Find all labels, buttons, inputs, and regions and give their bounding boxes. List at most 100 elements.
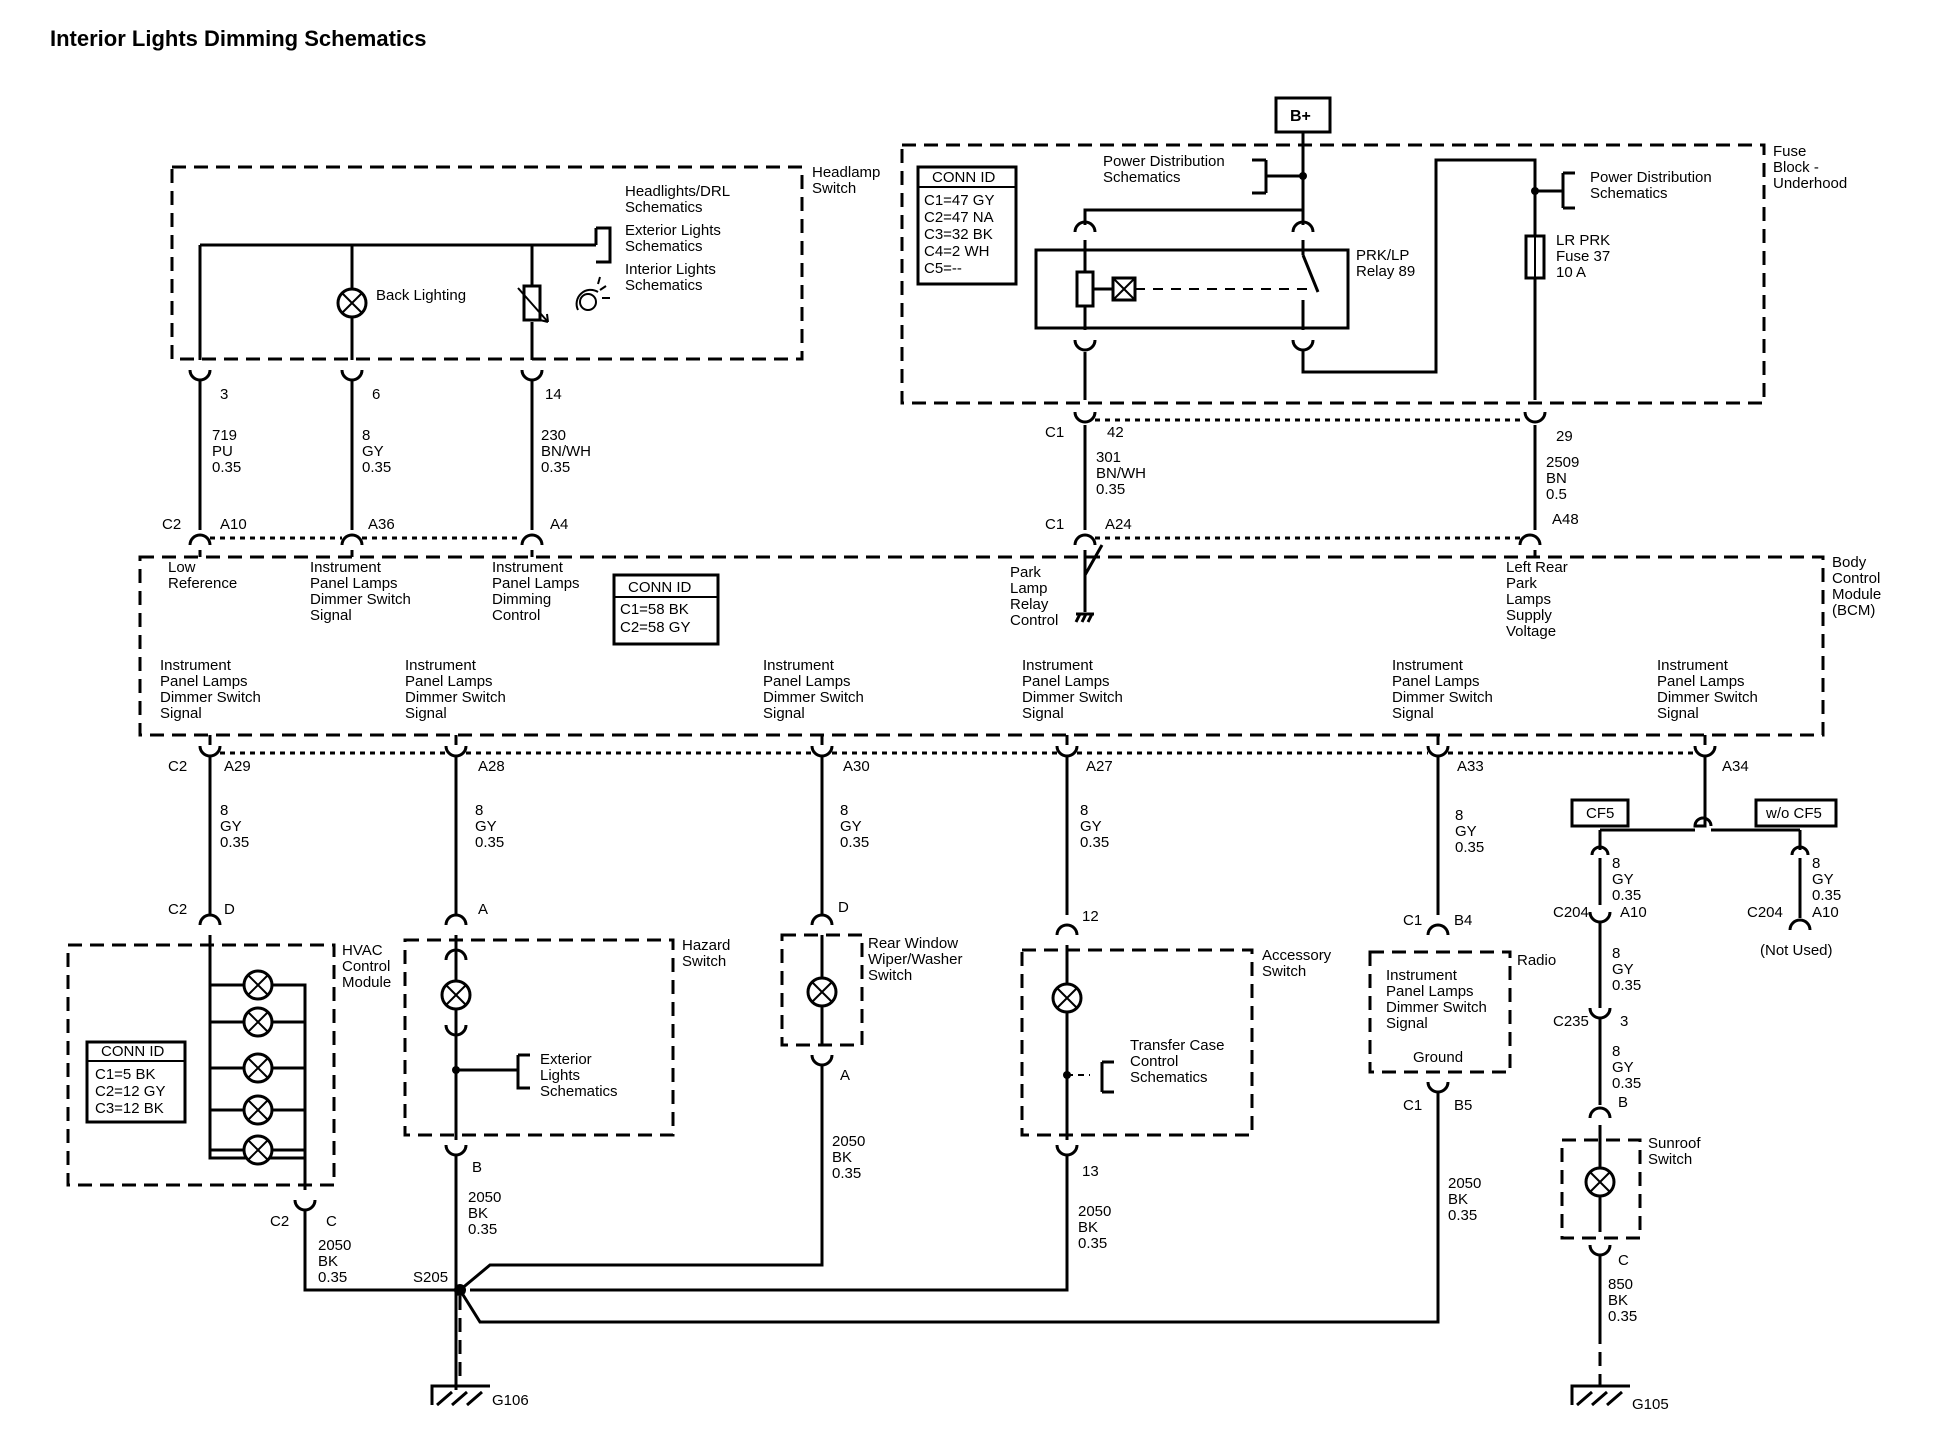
label-bcm-bottom_label-1: Panel Lamps (1392, 673, 1480, 690)
label-bcm-ip_dimming-2: Dimming (492, 591, 551, 608)
label-circuit_8gy-2: 0.35 (1455, 839, 1484, 856)
label-bcm-bottom_label-3: Signal (1022, 705, 1064, 722)
label-accessory-label-0: Accessory (1262, 947, 1332, 964)
label-circuit_8gy-1: GY (1612, 961, 1634, 978)
label-radio-label: Radio (1517, 952, 1556, 969)
label-hazard-pin_top: A (478, 901, 488, 918)
label-sunroof-a10: A10 (1620, 904, 1647, 921)
label-circuit_8gy-1: GY (840, 818, 862, 835)
label-upper_wires-w2-circuit-2: 0.35 (362, 459, 391, 476)
label-upper_wires-w4-circuit-1: BN/WH (1096, 465, 1146, 482)
label-bcm-bottom_label-1: Panel Lamps (160, 673, 248, 690)
label-radio-inner-3: Signal (1386, 1015, 1428, 1032)
label-upper_wires-w4-conn_bot: C1 (1045, 516, 1064, 533)
label-rear_wiper-pin_top: D (838, 899, 849, 916)
label-circuit_2050-1: BK (468, 1205, 488, 1222)
label-bcm-bottom_label-1: Panel Lamps (1657, 673, 1745, 690)
label-circuit_8gy-1: GY (475, 818, 497, 835)
label-bcm-lr_park-0: Left Rear (1506, 559, 1568, 576)
label-sunroof-c204: C204 (1553, 904, 1589, 921)
label-bcm-bottom_label-0: Instrument (763, 657, 835, 674)
label-bcm-bottom_label-2: Dimmer Switch (1022, 689, 1123, 706)
label-bcm-ip_signal-0: Instrument (310, 559, 382, 576)
label-bcm-low_ref-0: Low (168, 559, 196, 576)
label-circuit_8gy-2: 0.35 (475, 834, 504, 851)
prk-lp-relay (1034, 248, 1350, 330)
label-upper_wires-w5-pin: 29 (1556, 428, 1573, 445)
label-upper_wires-w5-circuit-0: 2509 (1546, 454, 1579, 471)
page-title: Interior Lights Dimming Schematics (50, 26, 427, 51)
headlamp-switch: Headlamp Switch Headlights/DRL Schematic… (170, 164, 880, 382)
label-bcm-ip_signal-3: Signal (310, 607, 352, 624)
label-bcm-bottom_label-2: Dimmer Switch (405, 689, 506, 706)
label-circuit_8gy-1: GY (1612, 1059, 1634, 1076)
label-bcm-conn-1: C2=58 GY (620, 619, 690, 636)
label-accessory-pin_bot: 13 (1082, 1163, 1099, 1180)
label-fuse_block-label-0: Fuse (1773, 143, 1806, 160)
label-circuit_8gy-2: 0.35 (220, 834, 249, 851)
label-bcm-label-0: Body (1832, 554, 1867, 571)
label-lower_pins-p2-pin: A28 (478, 758, 505, 775)
label-fuse_block-fuse-0: LR PRK (1556, 232, 1610, 249)
label-hvac-conn-0: C1=5 BK (95, 1066, 155, 1083)
label-radio-ground: Ground (1413, 1049, 1463, 1066)
label-upper_wires-w1-circuit-1: PU (212, 443, 233, 460)
label-hazard-label-0: Hazard (682, 937, 730, 954)
label-bcm-bottom_label-0: Instrument (1022, 657, 1094, 674)
label-circuit_2050-1: BK (1078, 1219, 1098, 1236)
label-upper_wires-w3-circuit-2: 0.35 (541, 459, 570, 476)
label-upper_wires-w3-circuit-0: 230 (541, 427, 566, 444)
label-hvac-conn-2: C3=12 BK (95, 1100, 164, 1117)
label-circuit_8gy-0: 8 (1455, 807, 1463, 824)
label-fuse_block-pds1-0: Power Distribution (1103, 153, 1225, 170)
label-bcm-conn-0: C1=58 BK (620, 601, 689, 618)
label-bcm-park_relay-3: Control (1010, 612, 1058, 629)
label-upper_wires-w2-pin: 6 (372, 386, 380, 403)
label-radio-inner-0: Instrument (1386, 967, 1458, 984)
label-upper_wires-w4-circuit-2: 0.35 (1096, 481, 1125, 498)
label-lower_pins-p6-pin: A34 (1722, 758, 1749, 775)
label-fuse_block-fuse-2: 10 A (1556, 264, 1586, 281)
label-bcm-bottom_label-0: Instrument (1392, 657, 1464, 674)
label-rear_wiper-label-1: Wiper/Washer (868, 951, 962, 968)
label-upper_wires-w3-circuit-1: BN/WH (541, 443, 591, 460)
label-bcm-bottom_label-3: Signal (763, 705, 805, 722)
label-sunroof-pin_c: C (1618, 1252, 1629, 1269)
rheostat-icon (517, 284, 549, 323)
label-fuse_block-conn-0: C1=47 GY (924, 192, 994, 209)
label-bcm-bottom_label-2: Dimmer Switch (160, 689, 261, 706)
rear-window-wiper-switch: D Rear Window Wiper/Washer Switch A 2050… (459, 899, 962, 1292)
label-fuse_block-conn_title: CONN ID (932, 169, 996, 186)
label-circuit_2050-2: 0.35 (1078, 1235, 1107, 1252)
label-hvac-label-2: Module (342, 974, 391, 991)
label-fuse_block-relay-0: PRK/LP (1356, 247, 1409, 264)
label-upper_wires-w1-bcm_pin: A10 (220, 516, 247, 533)
label-lower_pins-p1-conn: C2 (168, 758, 187, 775)
label-accessory-ref-1: Control (1130, 1053, 1178, 1070)
label-bcm-bottom_label-0: Instrument (405, 657, 477, 674)
label-bcm-low_ref-1: Reference (168, 575, 237, 592)
label-fuse_block-fuse-1: Fuse 37 (1556, 248, 1610, 265)
label-bcm-bottom_label-2: Dimmer Switch (1392, 689, 1493, 706)
label-bcm-bottom_label-0: Instrument (160, 657, 232, 674)
label-hazard-label-1: Switch (682, 953, 726, 970)
label-upper_wires-w1-conn: C2 (162, 516, 181, 533)
ground-g106: G106 (430, 1384, 529, 1409)
upper-right-wires: C1 42 301 BN/WH 0.35 C1 A24 29 2509 BN 0… (1045, 424, 1579, 533)
label-sunroof-circuit-0: 850 (1608, 1276, 1633, 1293)
label-bcm-bottom_label-3: Signal (160, 705, 202, 722)
dimmer-knob-icon (575, 276, 610, 311)
wo-cf5-option (1754, 798, 1838, 828)
label-accessory-label-1: Switch (1262, 963, 1306, 980)
label-splice: S205 (413, 1269, 448, 1286)
label-upper_wires-w1-circuit-0: 719 (212, 427, 237, 444)
label-sunroof-label-1: Switch (1648, 1151, 1692, 1168)
label-headlamp-refs-2: Exterior Lights (625, 222, 721, 239)
label-fuse_block-label-2: Underhood (1773, 175, 1847, 192)
label-rear_wiper-pin_bot: A (840, 1067, 850, 1084)
label-hvac-conn_bot: C2 (270, 1213, 289, 1230)
label-accessory-ref-2: Schematics (1130, 1069, 1208, 1086)
label-radio-pin_bot: B5 (1454, 1097, 1472, 1114)
label-circuit_8gy-2: 0.35 (1080, 834, 1109, 851)
label-sunroof-label-0: Sunroof (1648, 1135, 1701, 1152)
